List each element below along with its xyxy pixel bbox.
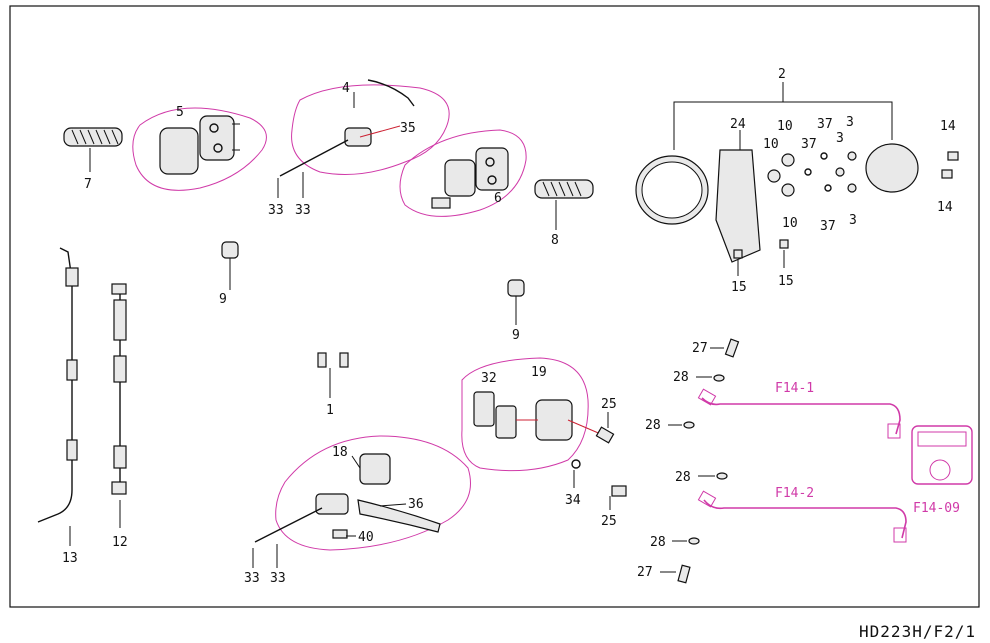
label-1: 1 xyxy=(326,403,334,418)
ref-f14-2: F14-2 xyxy=(775,486,814,501)
label-28b: 28 xyxy=(645,418,661,433)
label-18: 18 xyxy=(332,445,348,460)
label-8: 8 xyxy=(551,233,559,248)
diagram-frame xyxy=(9,5,980,608)
drawing-number: HD223H/F2/1 xyxy=(859,622,976,641)
label-3a: 3 xyxy=(846,115,854,130)
label-32: 32 xyxy=(481,371,497,386)
label-14a: 14 xyxy=(940,119,956,134)
blob-18 xyxy=(275,435,471,551)
label-28a: 28 xyxy=(673,370,689,385)
label-24: 24 xyxy=(730,117,746,132)
brake-hose-1 xyxy=(701,397,901,435)
label-33c: 33 xyxy=(244,571,260,586)
label-28c: 28 xyxy=(675,470,691,485)
label-37a: 37 xyxy=(801,137,817,152)
clutch-bracket xyxy=(279,79,415,177)
label-3c: 3 xyxy=(849,213,857,228)
ref-f14-09: F14-09 xyxy=(913,501,960,516)
label-25b: 25 xyxy=(601,514,617,529)
label-7: 7 xyxy=(84,177,92,192)
label-9a: 9 xyxy=(219,292,227,307)
meter-case xyxy=(865,143,919,193)
blob-6 xyxy=(399,129,527,217)
ref-f14-1: F14-1 xyxy=(775,381,814,396)
bushing-9b xyxy=(507,279,525,297)
label-36: 36 xyxy=(408,497,424,512)
label-10a: 10 xyxy=(763,137,779,152)
blob-4 xyxy=(291,84,450,175)
label-40: 40 xyxy=(358,530,374,545)
label-6: 6 xyxy=(494,191,502,206)
label-14b: 14 xyxy=(937,200,953,215)
label-9b: 9 xyxy=(512,328,520,343)
label-25a: 25 xyxy=(601,397,617,412)
master-cylinder-ref xyxy=(911,425,973,485)
label-2: 2 xyxy=(778,67,786,82)
label-37c: 37 xyxy=(820,219,836,234)
label-35: 35 xyxy=(400,121,416,136)
handlebar xyxy=(253,269,481,363)
label-34: 34 xyxy=(565,493,581,508)
brake-hose-2 xyxy=(703,499,907,539)
label-33d: 33 xyxy=(270,571,286,586)
switch-right xyxy=(431,147,509,209)
blob-19 xyxy=(461,357,589,472)
label-10b: 10 xyxy=(777,119,793,134)
label-4: 4 xyxy=(342,81,350,96)
label-10c: 10 xyxy=(782,216,798,231)
label-27a: 27 xyxy=(692,341,708,356)
label-12: 12 xyxy=(112,535,128,550)
master-cylinder xyxy=(254,453,441,543)
label-33a: 33 xyxy=(268,203,284,218)
grip-right xyxy=(534,179,594,199)
blob-5 xyxy=(132,107,267,191)
label-3b: 3 xyxy=(836,131,844,146)
clutch-cable xyxy=(111,283,127,495)
grip-left xyxy=(63,127,123,147)
throttle-cable xyxy=(37,247,79,523)
brake-caliper xyxy=(473,391,611,441)
meter-bracket xyxy=(715,149,761,263)
label-19: 19 xyxy=(531,365,547,380)
label-28d: 28 xyxy=(650,535,666,550)
label-37b: 37 xyxy=(817,117,833,132)
label-33b: 33 xyxy=(295,203,311,218)
bushing-9a xyxy=(221,241,239,259)
label-15a: 15 xyxy=(731,280,747,295)
switch-left xyxy=(159,115,240,175)
label-27b: 27 xyxy=(637,565,653,580)
label-5: 5 xyxy=(176,105,184,120)
label-15b: 15 xyxy=(778,274,794,289)
label-13: 13 xyxy=(62,551,78,566)
